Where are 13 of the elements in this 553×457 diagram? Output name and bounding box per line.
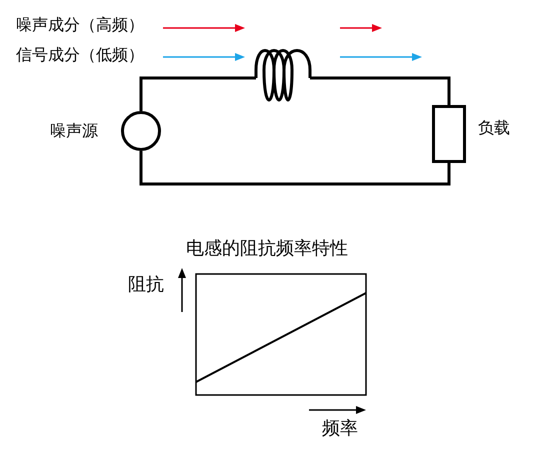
- axis-label: 频率: [322, 418, 358, 440]
- wire: [140, 76, 256, 111]
- component-label: 噪声源: [50, 123, 98, 139]
- noise-source-symbol: [121, 111, 161, 151]
- load-resistor-symbol: [432, 105, 466, 163]
- axis-label: 阻抗: [128, 274, 164, 296]
- component-label: 负载: [478, 120, 510, 136]
- signal-component-label: 信号成分（低频）: [16, 45, 144, 65]
- wire: [310, 76, 450, 105]
- wire: [140, 151, 450, 186]
- chart-title: 电感的阻抗频率特性: [186, 238, 348, 260]
- inductor-coil-symbol: [256, 50, 310, 102]
- noise-component-label: 噪声成分（高频）: [16, 15, 144, 35]
